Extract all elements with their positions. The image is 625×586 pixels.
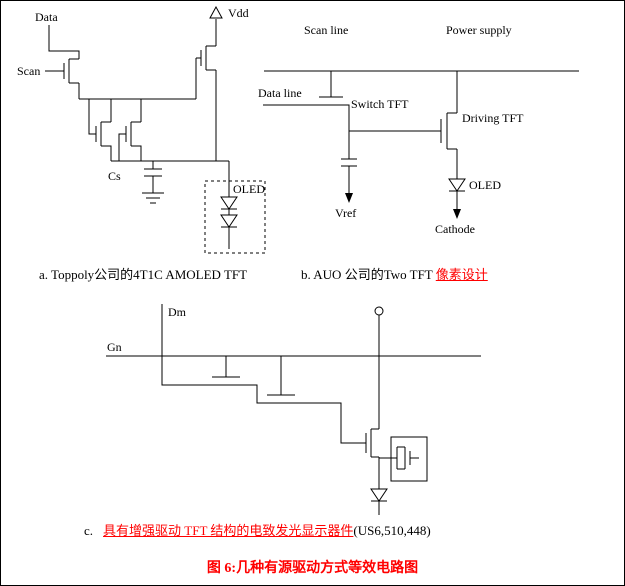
caption-c-red-link-text[interactable]: 具有增强驱动 TFT 结构的电致发光显示器件 <box>103 523 354 538</box>
caption-b-black-text: b. AUO 公司的Two TFT <box>301 267 436 282</box>
oled-diode-symbol-b <box>448 178 466 192</box>
capacitor-symbol-b <box>341 158 357 167</box>
supply-terminal-circle <box>374 306 384 316</box>
ground-icon <box>142 192 164 204</box>
caption-a-text: a. Toppoly公司的4T1C AMOLED TFT <box>39 267 248 282</box>
enhancement-tft-box <box>390 436 428 482</box>
label-data: Data <box>35 10 58 24</box>
label-oled-b: OLED <box>469 178 501 192</box>
circuit-b-diagram: Scan line Power supply Data line Switch … <box>258 23 579 236</box>
label-driving-tft: Driving TFT <box>462 111 524 125</box>
storage-capacitor-symbol <box>144 168 162 177</box>
tft-symbol-3 <box>125 122 132 146</box>
caption-a: a. Toppoly公司的4T1C AMOLED TFT <box>39 264 247 283</box>
caption-b-red-link-text[interactable]: 像素设计 <box>435 267 488 282</box>
vref-arrow-icon <box>345 193 353 203</box>
cathode-arrow-icon <box>453 209 461 219</box>
vdd-power-icon <box>209 5 223 19</box>
label-scan-line: Scan line <box>304 23 348 37</box>
driving-tft-symbol-a <box>200 46 207 70</box>
label-gn: Gn <box>107 340 122 354</box>
oled-diode-symbol-c <box>370 488 388 502</box>
oled-diode-symbols-a <box>220 196 238 228</box>
compensation-tft-symbol-2 <box>267 394 295 404</box>
tft-symbol-2 <box>95 122 102 146</box>
compensation-tft-symbol-1 <box>212 376 240 386</box>
caption-c-prefix: c. <box>84 523 94 538</box>
driving-tft-symbol-b <box>440 113 448 149</box>
caption-b: b. AUO 公司的Two TFT 像素设计 <box>301 264 488 283</box>
label-switch-tft: Switch TFT <box>351 97 409 111</box>
scan-tft-symbol <box>63 59 70 83</box>
caption-c-patent-number: (US6,510,448) <box>353 523 431 538</box>
boxed-tft-symbol <box>396 447 411 469</box>
label-data-line: Data line <box>258 86 302 100</box>
circuit-a-diagram: Data Scan Vdd Cs OLED <box>17 5 266 254</box>
figure-title: 图 6:几种有源驱动方式等效电路图 <box>206 561 419 576</box>
label-scan: Scan <box>17 64 40 78</box>
circuit-c-diagram: Dm Gn <box>106 304 481 515</box>
label-cathode: Cathode <box>435 222 475 236</box>
circuit-a-wires <box>45 19 230 249</box>
circuit-c-wires <box>106 304 481 515</box>
caption-c: c. 具有增强驱动 TFT 结构的电致发光显示器件(US6,510,448) <box>84 520 431 539</box>
label-vdd: Vdd <box>228 6 249 20</box>
label-cs: Cs <box>108 169 121 183</box>
label-dm: Dm <box>168 305 187 319</box>
switch-tft-symbol <box>319 96 343 106</box>
circuit-b-wires <box>263 70 579 209</box>
oled-dashed-box <box>204 180 266 254</box>
label-oled-a: OLED <box>233 182 265 196</box>
label-power-supply: Power supply <box>446 23 512 37</box>
label-vref: Vref <box>335 206 356 220</box>
driving-tft-symbol-c <box>365 429 372 457</box>
